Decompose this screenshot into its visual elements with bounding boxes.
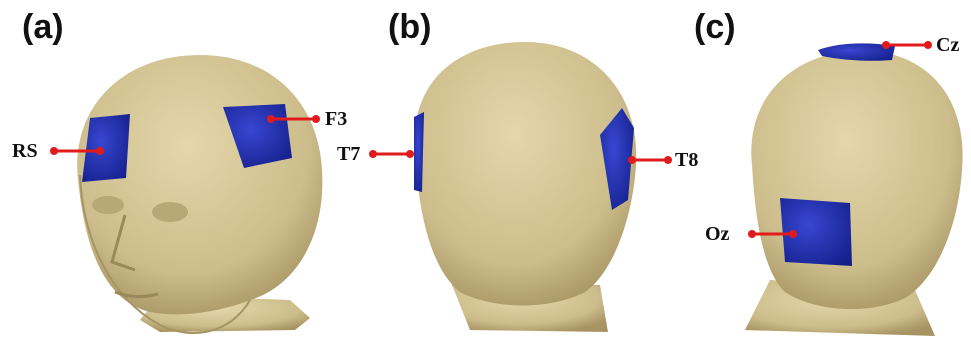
panel-b-dot-t7-end	[406, 150, 414, 158]
panel-c-dot-cz-start	[882, 41, 890, 49]
electrode-label-f3: F3	[325, 108, 347, 131]
electrode-label-oz: Oz	[705, 223, 729, 246]
electrode-label-cz: Cz	[936, 34, 959, 57]
panel-b-head	[369, 42, 672, 332]
panel-a-skull	[77, 55, 322, 314]
panel-a-dot-f3-start	[267, 115, 275, 123]
panel-a-dot-rs-end	[96, 147, 104, 155]
panel-a-eye-left	[92, 196, 124, 214]
panel-a-letter: (a)	[22, 8, 64, 47]
panel-a-dot-f3-end	[312, 115, 320, 123]
panel-c-dot-cz-end	[924, 41, 932, 49]
panel-b-letter: (b)	[388, 8, 431, 47]
panel-a-eye-right	[152, 202, 188, 222]
panel-b-dot-t8-start	[628, 156, 636, 164]
electrode-label-t7: T7	[337, 143, 360, 166]
panel-c-head	[745, 41, 963, 336]
panel-c-letter: (c)	[694, 8, 736, 47]
panel-a-dot-rs-start	[50, 147, 58, 155]
panel-c-skull	[751, 50, 962, 309]
electrode-label-t8: T8	[675, 149, 698, 172]
panel-b-dot-t8-end	[664, 156, 672, 164]
panel-c-dot-oz-end	[789, 230, 797, 238]
electrode-label-rs: RS	[12, 140, 38, 163]
panel-c-dot-oz-start	[748, 230, 756, 238]
panel-b-dot-t7-start	[369, 150, 377, 158]
panel-a-head	[50, 55, 322, 333]
panel-b-skull	[415, 42, 637, 306]
